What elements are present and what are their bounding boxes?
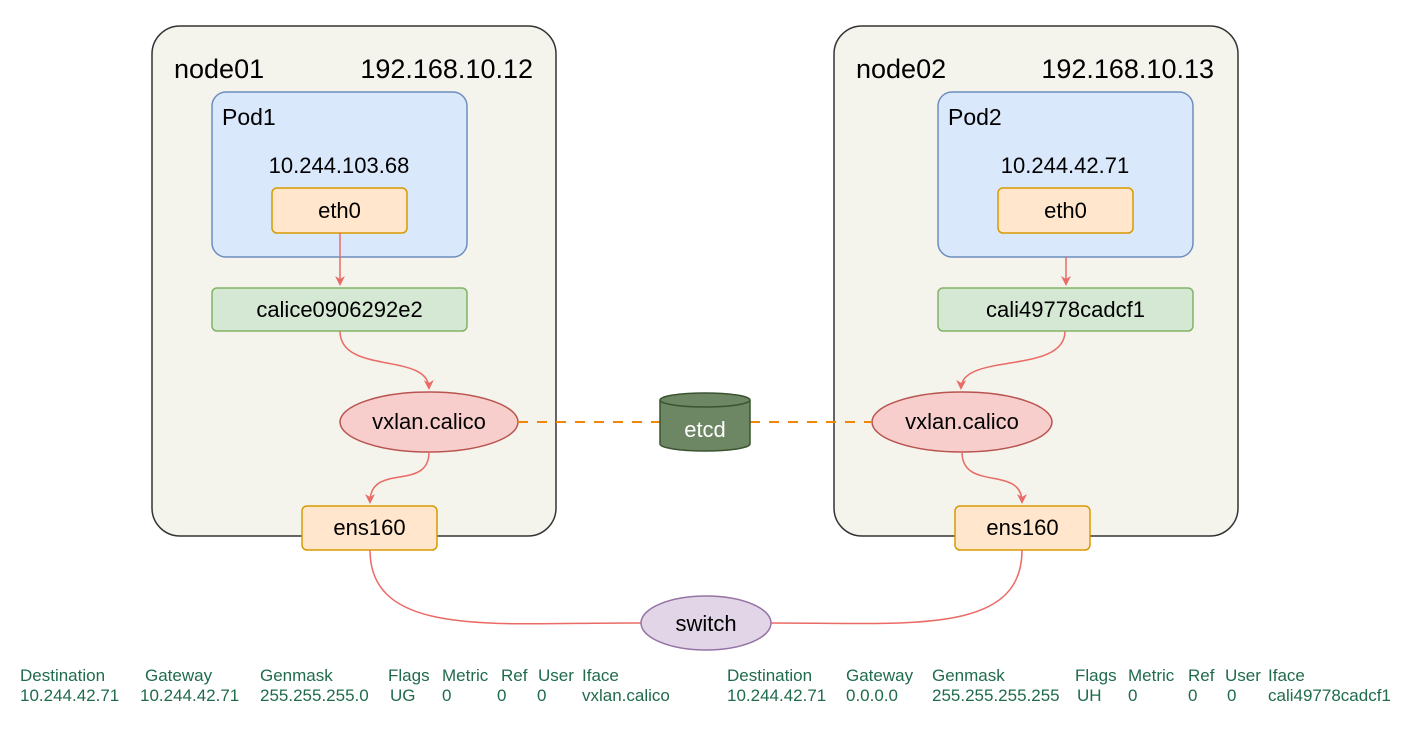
route-table-node02: Destination Gateway Genmask Flags Metric… bbox=[727, 666, 1391, 705]
arrow-node02-cali-to-vxlan bbox=[956, 330, 1066, 390]
rt2-user: 0 bbox=[1227, 686, 1236, 705]
switch-node: switch bbox=[640, 595, 772, 651]
rt2-metric: 0 bbox=[1128, 686, 1137, 705]
pod2-ip: 10.244.42.71 bbox=[1001, 153, 1129, 178]
pod1-name: Pod1 bbox=[222, 104, 276, 130]
rt1-header-gateway: Gateway bbox=[145, 666, 213, 685]
node01-cali-iface-label: calice0906292e2 bbox=[256, 297, 422, 322]
rt1-header-genmask: Genmask bbox=[260, 666, 333, 685]
connectors bbox=[335, 233, 1071, 625]
rt1-user: 0 bbox=[537, 686, 546, 705]
rt2-header-genmask: Genmask bbox=[932, 666, 1005, 685]
rt1-header-metric: Metric bbox=[442, 666, 489, 685]
node01-name: node01 bbox=[174, 54, 264, 84]
node01-container: node01 192.168.10.12 Pod1 10.244.103.68 … bbox=[151, 25, 557, 551]
rt1-gateway: 10.244.42.71 bbox=[140, 686, 239, 705]
node02-ens160-label: ens160 bbox=[986, 515, 1058, 540]
rt2-header-metric: Metric bbox=[1128, 666, 1175, 685]
etcd-cylinder-top bbox=[659, 392, 751, 408]
node02-vxlan-label: vxlan.calico bbox=[905, 409, 1019, 434]
node02-name: node02 bbox=[856, 54, 946, 84]
rt2-header-gateway: Gateway bbox=[846, 666, 914, 685]
node01-vxlan-label: vxlan.calico bbox=[372, 409, 486, 434]
rt2-destination: 10.244.42.71 bbox=[727, 686, 826, 705]
rt2-header-ref: Ref bbox=[1188, 666, 1215, 685]
pod1-ip: 10.244.103.68 bbox=[269, 153, 410, 178]
arrow-node02-vxlan-to-ens160 bbox=[961, 451, 1027, 504]
rt2-flags: UH bbox=[1077, 686, 1102, 705]
rt2-iface: cali49778cadcf1 bbox=[1268, 686, 1391, 705]
rt1-destination: 10.244.42.71 bbox=[20, 686, 119, 705]
rt1-ref: 0 bbox=[497, 686, 506, 705]
rt2-ref: 0 bbox=[1188, 686, 1197, 705]
pod1-eth0-label: eth0 bbox=[318, 198, 361, 223]
rt1-header-user: User bbox=[538, 666, 574, 685]
rt1-header-flags: Flags bbox=[388, 666, 430, 685]
rt1-header-destination: Destination bbox=[20, 666, 105, 685]
pod2-eth0 bbox=[997, 187, 1134, 234]
rt1-header-ref: Ref bbox=[501, 666, 528, 685]
rt1-metric: 0 bbox=[442, 686, 451, 705]
link-node01-ens160-to-switch bbox=[369, 549, 642, 625]
arrow-node01-vxlan-to-ens160 bbox=[365, 451, 430, 504]
pod2-eth0-label: eth0 bbox=[1044, 198, 1087, 223]
switch-ellipse bbox=[640, 595, 772, 651]
arrow-node01-cali-to-vxlan bbox=[339, 330, 434, 390]
node02-cali-iface-label: cali49778cadcf1 bbox=[986, 297, 1145, 322]
rt2-genmask: 255.255.255.255 bbox=[932, 686, 1060, 705]
rt2-header-iface: Iface bbox=[1268, 666, 1305, 685]
node01-ip: 192.168.10.12 bbox=[360, 54, 533, 84]
pod2-name: Pod2 bbox=[948, 104, 1002, 130]
rt2-header-flags: Flags bbox=[1075, 666, 1117, 685]
link-switch-to-node02-ens160 bbox=[770, 549, 1023, 625]
node02-container: node02 192.168.10.13 Pod2 10.244.42.71 e… bbox=[833, 25, 1239, 551]
rt1-header-iface: Iface bbox=[582, 666, 619, 685]
node01-ens160-label: ens160 bbox=[333, 515, 405, 540]
rt1-flags: UG bbox=[390, 686, 416, 705]
etcd-cylinder-body bbox=[659, 400, 751, 452]
etcd-database: etcd bbox=[659, 392, 751, 452]
rt2-gateway: 0.0.0.0 bbox=[846, 686, 898, 705]
rt1-genmask: 255.255.255.0 bbox=[260, 686, 369, 705]
route-table-node01: Destination Gateway Genmask Flags Metric… bbox=[20, 666, 670, 705]
rt2-header-destination: Destination bbox=[727, 666, 812, 685]
switch-label: switch bbox=[675, 611, 736, 636]
rt1-iface: vxlan.calico bbox=[582, 686, 670, 705]
node02-ip: 192.168.10.13 bbox=[1041, 54, 1214, 84]
rt2-header-user: User bbox=[1225, 666, 1261, 685]
etcd-label: etcd bbox=[684, 417, 726, 442]
